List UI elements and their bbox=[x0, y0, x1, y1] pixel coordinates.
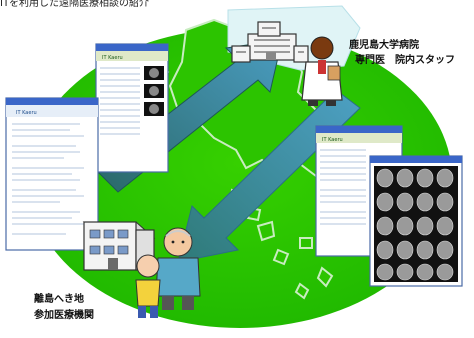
hospital-staff-label: 専門医 院内スタッフ bbox=[355, 55, 455, 66]
remote-area-label: 離島へき地 bbox=[34, 294, 84, 305]
screen-brand-left: IT Kaeru bbox=[16, 110, 37, 116]
screen-window-top: IT Kaeru bbox=[95, 43, 169, 173]
clinic-building-icon bbox=[82, 221, 156, 271]
screen-window-left: IT Kaeru bbox=[5, 97, 99, 251]
screen-brand-right: IT Kaeru bbox=[322, 137, 343, 143]
doctor-icon bbox=[301, 36, 343, 106]
top-caption: ITを利用した遠隔医療相談の紹介 bbox=[0, 0, 150, 9]
child-patient-icon bbox=[135, 254, 161, 318]
screen-brand-top: IT Kaeru bbox=[102, 55, 123, 61]
ct-image-window bbox=[369, 155, 463, 287]
elderly-patient-icon bbox=[155, 227, 201, 310]
hospital-name-label: 鹿児島大学病院 bbox=[349, 40, 419, 51]
participating-clinic-label: 参加医療機関 bbox=[34, 310, 94, 321]
hospital-building-icon bbox=[231, 21, 309, 63]
